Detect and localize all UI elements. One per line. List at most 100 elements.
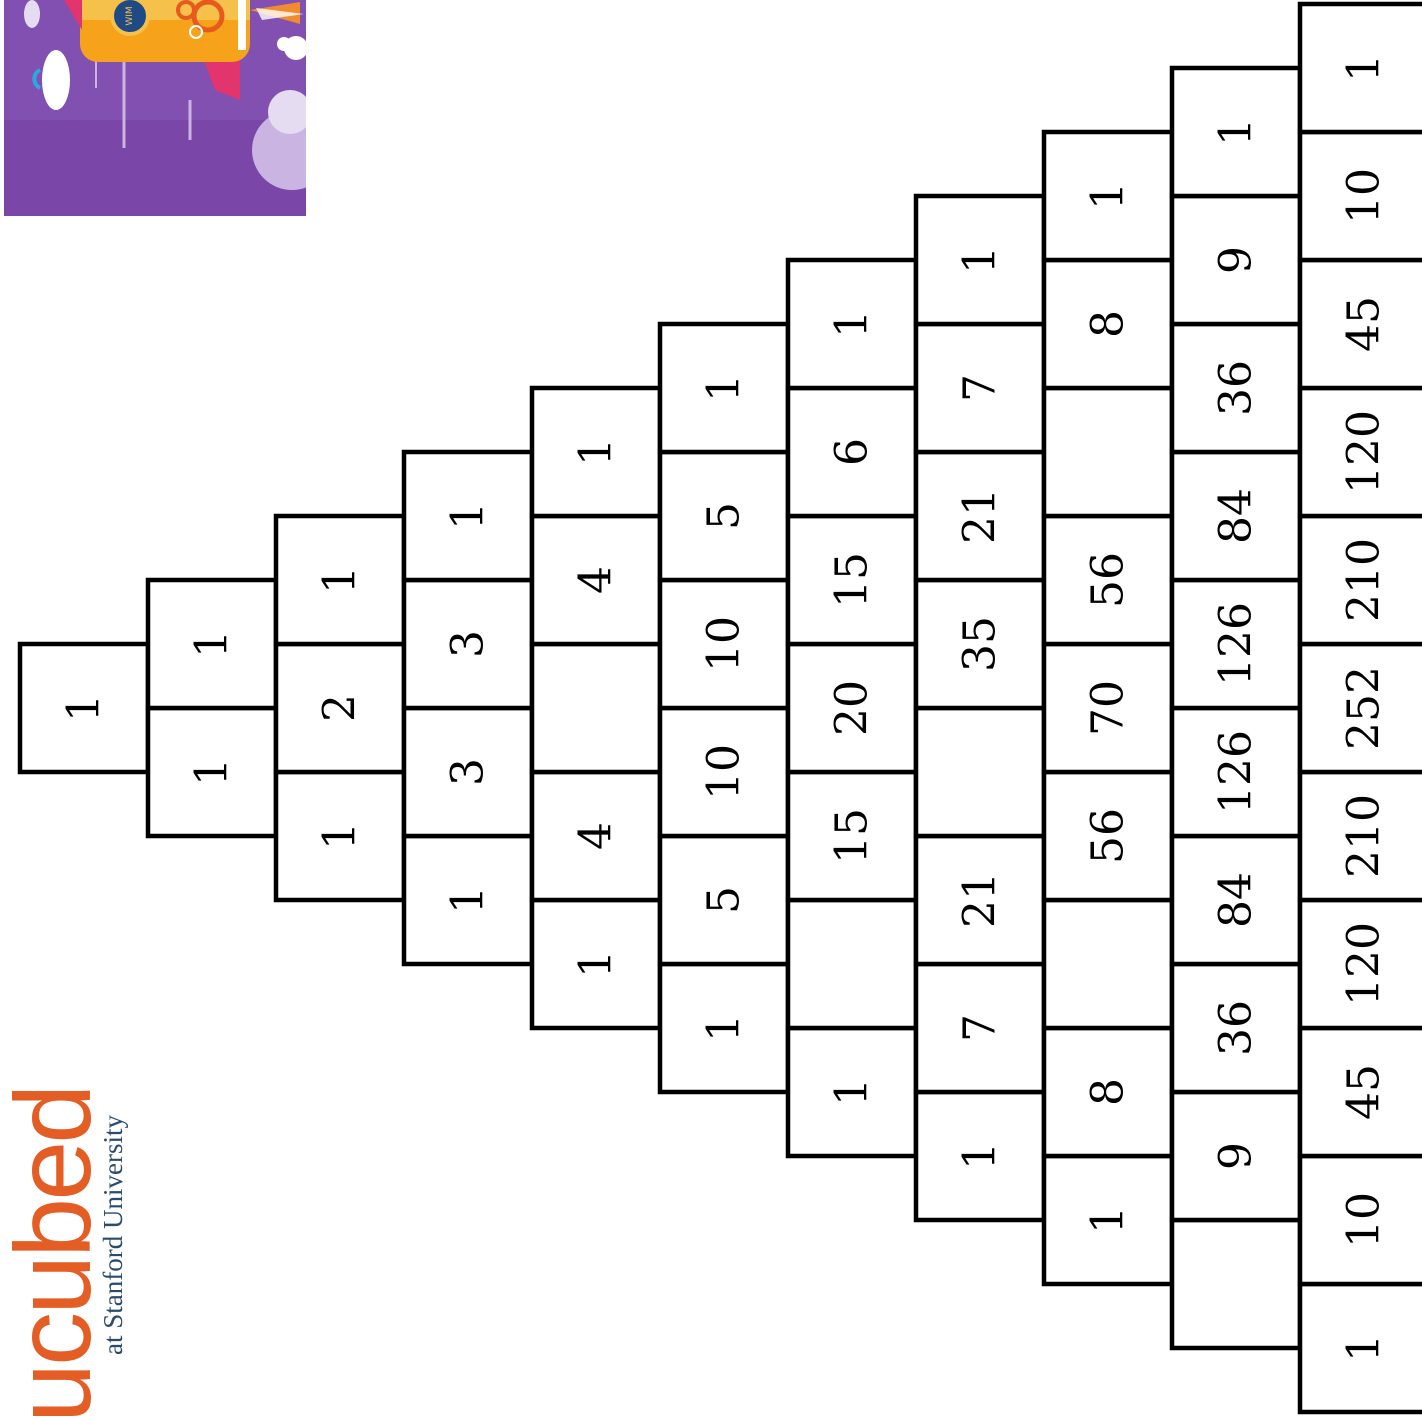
triangle-cell — [788, 900, 916, 1028]
triangle-cell: 1 — [532, 388, 660, 516]
triangle-cell: 15 — [788, 516, 916, 644]
triangle-cell: 1 — [916, 196, 1044, 324]
triangle-cell: 1 — [1300, 1284, 1422, 1412]
triangle-cell: 84 — [1172, 836, 1300, 964]
triangle-cell: 7 — [916, 964, 1044, 1092]
triangle-cell: 1 — [1300, 4, 1422, 132]
triangle-cell: 84 — [1172, 452, 1300, 580]
cell-value: 35 — [955, 616, 1006, 672]
triangle-cell: 4 — [532, 772, 660, 900]
cell-value: 3 — [443, 630, 494, 658]
triangle-cell: 15 — [788, 772, 916, 900]
cell-value: 1 — [827, 1078, 878, 1106]
triangle-cell: 120 — [1300, 388, 1422, 516]
triangle-cell: 210 — [1300, 772, 1422, 900]
cell-value: 21 — [955, 488, 1006, 544]
triangle-cell: 36 — [1172, 324, 1300, 452]
cell-box — [1044, 388, 1172, 516]
triangle-cell: 1 — [276, 772, 404, 900]
triangle-cell: 210 — [1300, 516, 1422, 644]
cell-value: 1 — [1339, 54, 1390, 82]
triangle-cell: 5 — [660, 452, 788, 580]
triangle-cell: 8 — [1044, 260, 1172, 388]
triangle-cell: 9 — [1172, 1092, 1300, 1220]
triangle-cell: 56 — [1044, 772, 1172, 900]
cell-value: 15 — [827, 552, 878, 608]
cell-value: 1 — [699, 1014, 750, 1042]
cell-value: 84 — [1211, 488, 1262, 544]
triangle-cell: 3 — [404, 580, 532, 708]
cell-value: 252 — [1339, 666, 1390, 750]
cell-value: 126 — [1211, 602, 1262, 686]
triangle-cell: 126 — [1172, 708, 1300, 836]
triangle-cell — [1172, 1220, 1300, 1348]
cell-value: 10 — [1339, 168, 1390, 224]
cell-box — [1172, 1220, 1300, 1348]
cell-value: 9 — [1211, 246, 1262, 274]
triangle-cell: 21 — [916, 452, 1044, 580]
triangle-cell: 8 — [1044, 1028, 1172, 1156]
triangle-cell: 70 — [1044, 644, 1172, 772]
cell-value: 45 — [1339, 296, 1390, 352]
cell-box — [532, 644, 660, 772]
triangle-cell: 1 — [20, 644, 148, 772]
cell-value: 1 — [59, 694, 110, 722]
cell-value: 15 — [827, 808, 878, 864]
triangle-cell: 1 — [532, 900, 660, 1028]
cell-value: 21 — [955, 872, 1006, 928]
cell-value: 1 — [955, 1142, 1006, 1170]
cell-value: 1 — [1339, 1334, 1390, 1362]
cell-value: 1 — [315, 822, 366, 850]
triangle-cell: 2 — [276, 644, 404, 772]
cell-value: 10 — [699, 744, 750, 800]
cell-value: 120 — [1339, 922, 1390, 1006]
triangle-cell: 6 — [788, 388, 916, 516]
cell-value: 5 — [699, 886, 750, 914]
triangle-cell: 1 — [148, 708, 276, 836]
triangle-cell: 10 — [1300, 1156, 1422, 1284]
triangle-cell: 7 — [916, 324, 1044, 452]
triangle-cell: 1 — [404, 452, 532, 580]
cell-value: 1 — [571, 950, 622, 978]
cell-value: 5 — [699, 502, 750, 530]
triangle-cell — [532, 644, 660, 772]
cell-value: 1 — [187, 630, 238, 658]
triangle-cell: 120 — [1300, 900, 1422, 1028]
triangle-cell: 126 — [1172, 580, 1300, 708]
cell-value: 84 — [1211, 872, 1262, 928]
triangle-cell: 45 — [1300, 1028, 1422, 1156]
triangle-cell: 36 — [1172, 964, 1300, 1092]
cell-value: 56 — [1083, 552, 1134, 608]
cell-value: 56 — [1083, 808, 1134, 864]
cell-box — [916, 708, 1044, 836]
cell-value: 9 — [1211, 1142, 1262, 1170]
cell-value: 4 — [571, 566, 622, 594]
cell-value: 10 — [1339, 1192, 1390, 1248]
triangle-cell: 1 — [660, 324, 788, 452]
cell-value: 36 — [1211, 360, 1262, 416]
cell-value: 45 — [1339, 1064, 1390, 1120]
triangle-cell: 3 — [404, 708, 532, 836]
cell-value: 3 — [443, 758, 494, 786]
cell-value: 1 — [187, 758, 238, 786]
cell-value: 1 — [955, 246, 1006, 274]
cell-value: 1 — [443, 502, 494, 530]
cell-value: 1 — [1083, 182, 1134, 210]
triangle-cell: 10 — [660, 580, 788, 708]
triangle-cell: 9 — [1172, 196, 1300, 324]
triangle-cell: 10 — [1300, 132, 1422, 260]
cell-value: 6 — [827, 438, 878, 466]
cell-value: 20 — [827, 680, 878, 736]
triangle-cell: 252 — [1300, 644, 1422, 772]
cell-value: 1 — [1083, 1206, 1134, 1234]
cell-value: 210 — [1339, 794, 1390, 878]
cell-value: 70 — [1083, 680, 1134, 736]
triangle-cell: 1 — [1044, 1156, 1172, 1284]
triangle-cell: 4 — [532, 516, 660, 644]
triangle-cell: 1 — [404, 836, 532, 964]
triangle-cell: 1 — [276, 516, 404, 644]
cell-value: 2 — [315, 694, 366, 722]
cell-value: 210 — [1339, 538, 1390, 622]
triangle-cell: 21 — [916, 836, 1044, 964]
